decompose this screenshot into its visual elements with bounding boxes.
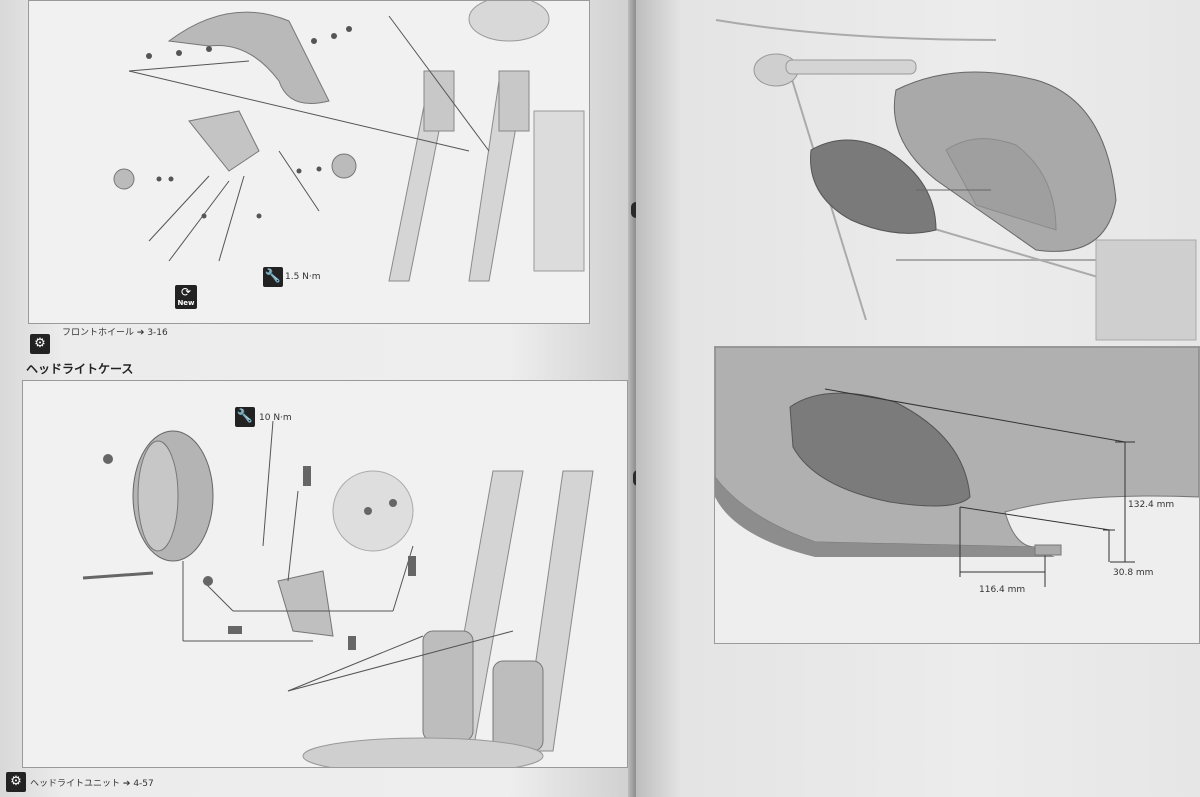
new-part-icon: ⟳ New <box>175 285 197 309</box>
dimension-width: 116.4 mm <box>979 585 1026 595</box>
front-fender-diagram: 🔧 1.5 N·m ⟳ New <box>28 0 590 324</box>
reference-headlight-unit-page: 4-57 <box>133 779 154 789</box>
arrow-icon: ➔ <box>136 328 145 338</box>
wrench-icon: 🔧 <box>235 407 255 427</box>
section-heading-headlight-case: ヘッドライトケース <box>26 362 134 376</box>
new-part-label: New <box>177 299 195 307</box>
reference-headlight-unit: ヘッドライトユニット ➔ 4-57 <box>30 776 154 789</box>
reference-front-wheel-label: フロントホイール <box>62 328 135 338</box>
gear-icon: ⚙ <box>6 772 26 792</box>
wrench-icon: 🔧 <box>263 267 283 287</box>
reference-front-wheel: フロントホイール ➔ 3-16 <box>62 325 168 338</box>
headlight-case-illustration <box>82 420 594 767</box>
fuel-tank-illustration <box>715 19 1197 341</box>
refresh-icon: ⟳ <box>180 285 192 299</box>
tank-pad-detail-illustration <box>715 347 1199 587</box>
reference-front-wheel-page: 3-16 <box>147 328 168 338</box>
headlight-case-diagram: 🔧 10 N·m <box>22 380 628 768</box>
dimension-height-top: 132.4 mm <box>1128 500 1175 510</box>
tank-pad-detail-frame: 132.4 mm 30.8 mm 116.4 mm <box>714 346 1200 644</box>
front-fender-illustration <box>113 1 585 282</box>
gear-icon: ⚙ <box>30 334 50 354</box>
arrow-icon: ➔ <box>122 779 131 789</box>
torque-value-fender: 1.5 N·m <box>285 272 321 282</box>
dimension-height-bottom: 30.8 mm <box>1113 568 1154 578</box>
left-page: 🔧 1.5 N·m ⟳ New ⚙ フロントホイール ➔ 3-16 ヘッドライト… <box>0 0 635 797</box>
right-page: 132.4 mm 30.8 mm 116.4 mm <box>636 0 1200 797</box>
reference-headlight-unit-label: ヘッドライトユニット <box>30 779 121 789</box>
torque-value-headlight: 10 N·m <box>259 413 292 423</box>
